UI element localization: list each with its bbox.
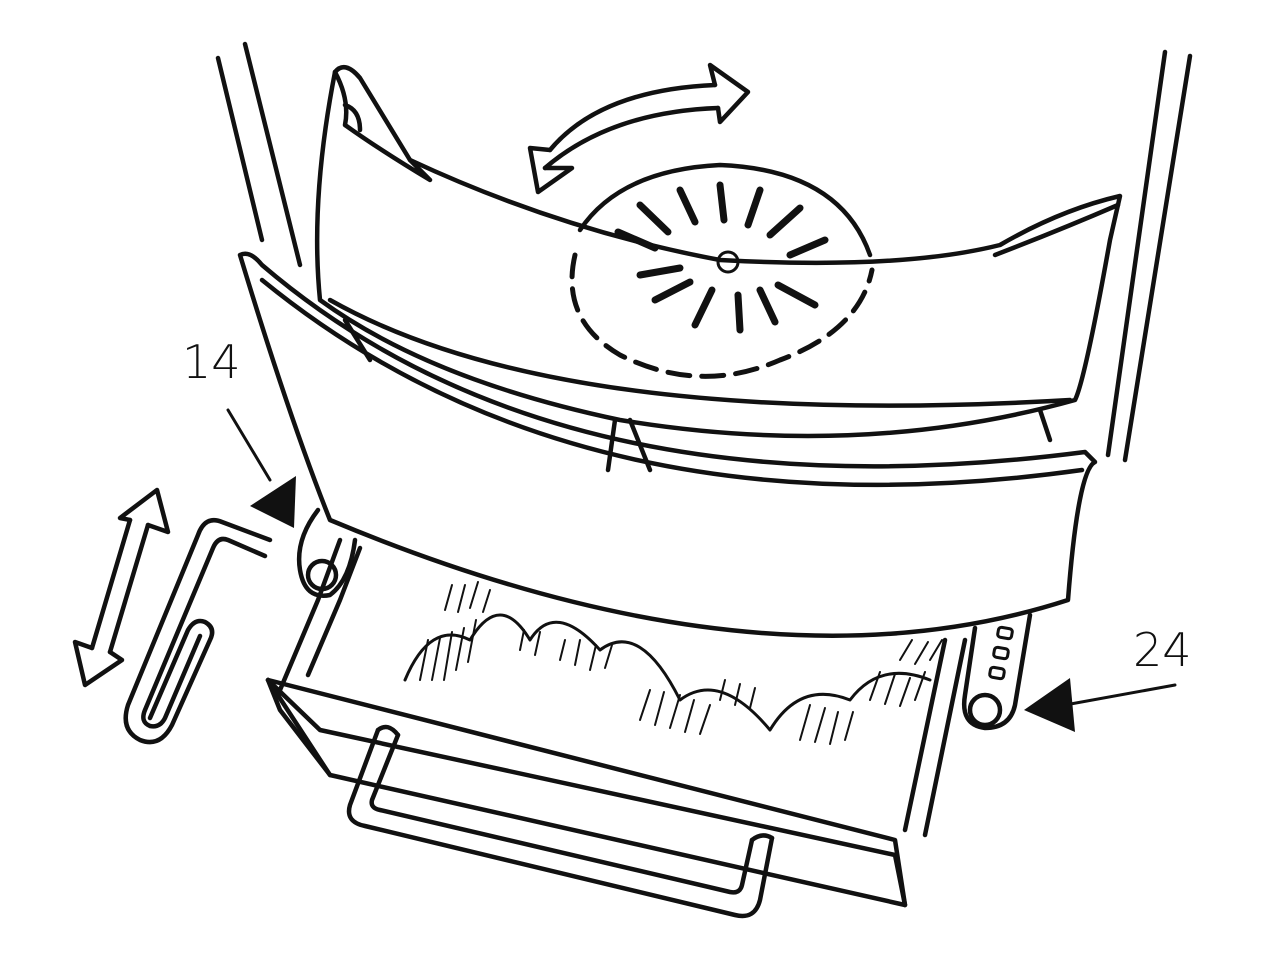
grate-bowl — [237, 251, 1098, 638]
drawer — [265, 537, 968, 919]
left-roller-bracket — [296, 507, 358, 598]
ash-contents — [403, 581, 943, 745]
upper-basket — [314, 64, 1123, 473]
reference-label-14: 14 — [182, 335, 241, 389]
housing-right-rail — [1105, 49, 1193, 463]
leader-arrow-24 — [1024, 678, 1177, 732]
rotation-arrow — [527, 62, 751, 195]
vertical-double-arrow — [72, 487, 171, 688]
reference-label-24: 24 — [1133, 623, 1192, 677]
crank-hook-tool — [123, 517, 273, 745]
right-roller-bracket — [961, 612, 1033, 731]
rotating-grate-disc — [569, 162, 875, 379]
housing-left-rail — [215, 41, 303, 268]
drawer-handle — [346, 727, 775, 919]
leader-arrow-14 — [226, 408, 296, 528]
